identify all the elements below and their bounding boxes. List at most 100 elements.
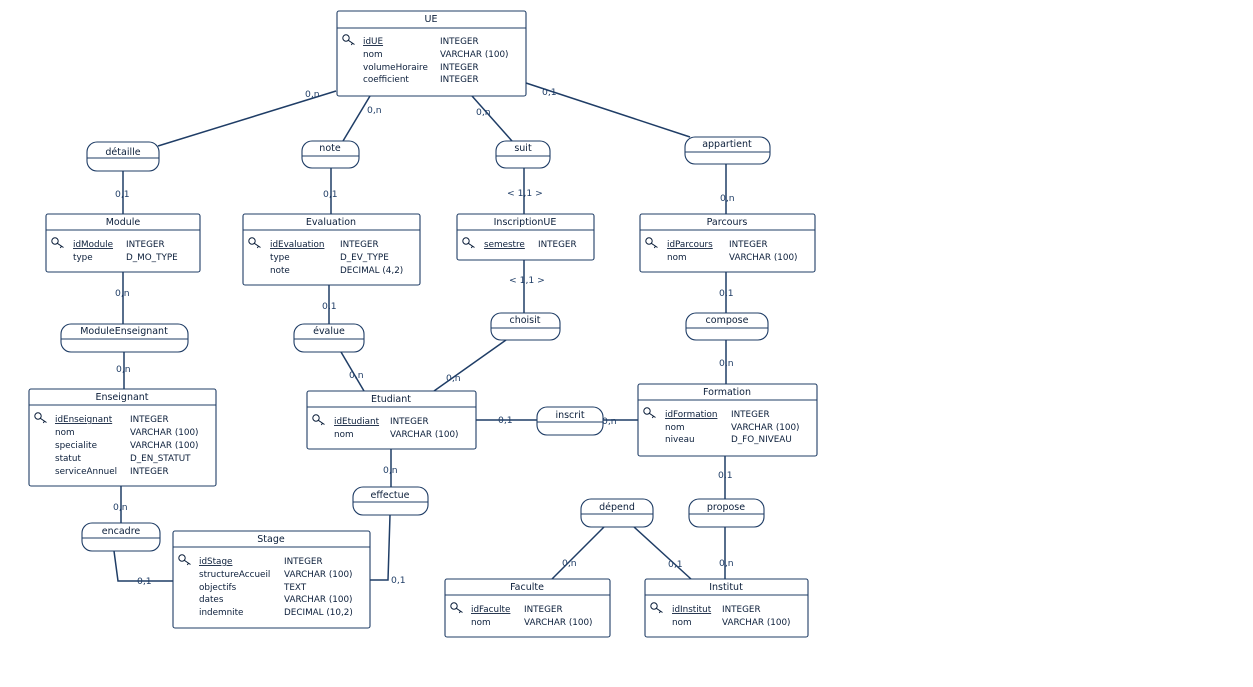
attribute-name: idEvaluation [270,240,324,250]
attribute-name: idParcours [667,240,713,250]
attribute-type: D_EN_STATUT [130,454,191,464]
entity-faculte[interactable]: Faculte idFaculte INTEGER nom VARCHAR (1… [444,578,611,638]
entity-stage[interactable]: Stage idStage INTEGER structureAccueil V… [172,530,371,629]
entity-title: UE [425,14,438,25]
attribute-name: nom [55,428,75,438]
cardinality-label: 0,1 [542,87,557,98]
relation-note[interactable]: note [301,140,360,169]
entity-ue[interactable]: UE idUE INTEGER nom VARCHAR (100) volume… [336,10,527,97]
cardinality-label: 0,n [383,465,398,476]
relation-detaille[interactable]: détaille [86,141,160,172]
cardinality-label: 0,n [719,358,734,369]
attribute-type: INTEGER [440,37,479,47]
entity-evaluation[interactable]: Evaluation idEvaluation INTEGER type D_E… [242,213,421,286]
attribute-name: idModule [73,240,113,250]
attribute-type: INTEGER [729,240,768,250]
link-evalue-etudiant [340,351,365,392]
attribute-type: INTEGER [731,410,770,420]
relation-label: effectue [370,490,409,501]
cardinality-label: 0,n [720,193,735,204]
relation-inscrit[interactable]: inscrit [536,406,604,436]
attribute-type: INTEGER [126,240,165,250]
attribute-name: idFormation [665,410,717,420]
attribute-type: INTEGER [440,75,479,85]
attribute-type: VARCHAR (100) [729,253,798,263]
entity-title: Etudiant [371,394,411,405]
entity-etudiant[interactable]: Etudiant idEtudiant INTEGER nom VARCHAR … [306,390,477,450]
attribute-name: semestre [484,240,525,250]
relation-depend[interactable]: dépend [580,498,654,528]
entity-parcours[interactable]: Parcours idParcours INTEGER nom VARCHAR … [639,213,816,273]
connections [113,82,727,582]
entity-title: Parcours [707,217,748,228]
entity-title: Stage [257,534,285,545]
attribute-name: dates [199,595,224,605]
attribute-name: objectifs [199,583,237,593]
relation-effectue[interactable]: effectue [352,486,429,516]
attribute-name: indemnite [199,608,243,618]
entity-inscriptionue[interactable]: InscriptionUE semestre INTEGER [456,213,595,261]
relation-label: propose [707,502,745,513]
cardinality-label: < 1,1 > [509,275,545,286]
attribute-type: VARCHAR (100) [731,423,800,433]
attribute-name: nom [471,618,491,628]
attribute-name: serviceAnnuel [55,467,117,477]
attribute-type: D_FO_NIVEAU [731,435,792,445]
entity-title: Evaluation [306,217,356,228]
relation-label: compose [706,315,749,326]
relation-appartient[interactable]: appartient [684,136,771,165]
attribute-type: VARCHAR (100) [130,428,199,438]
attribute-name: niveau [665,435,695,445]
cardinality-label: 0,n [476,107,491,118]
attribute-type: DECIMAL (4,2) [340,266,403,276]
cardinality-label: 0,1 [115,189,130,200]
attribute-type: INTEGER [524,605,563,615]
cardinality-label: 0,n [367,105,382,116]
relation-propose[interactable]: propose [688,498,765,528]
relation-moduleenseignant[interactable]: ModuleEnseignant [60,323,189,353]
link-ue-note [342,95,371,142]
cardinalities: 0,n 0,n 0,n 0,1 0,1 0,1 < 1,1 > 0,n 0,n … [113,87,735,587]
attribute-name: nom [667,253,687,263]
relation-label: choisit [509,315,540,326]
relation-choisit[interactable]: choisit [490,312,561,341]
attribute-name: nom [672,618,692,628]
link-ue-suit [471,95,513,142]
link-encadre-stage [113,550,173,582]
attribute-type: INTEGER [538,240,577,250]
entity-institut[interactable]: Institut idInstitut INTEGER nom VARCHAR … [644,578,809,638]
link-depend-faculte [551,526,605,580]
cardinality-label: 0,1 [391,575,406,586]
link-ue-appartient [525,82,691,138]
entity-formation[interactable]: Formation idFormation INTEGER nom VARCHA… [637,383,818,457]
attribute-type: VARCHAR (100) [390,430,459,440]
entity-module[interactable]: Module idModule INTEGER type D_MO_TYPE [45,213,201,273]
attribute-type: INTEGER [722,605,761,615]
attribute-name: idStage [199,557,232,567]
attribute-type: INTEGER [130,467,169,477]
cardinality-label: 0,n [719,558,734,569]
cardinality-label: 0,1 [322,301,337,312]
attribute-name: note [270,266,290,276]
entity-enseignant[interactable]: Enseignant idEnseignant INTEGER nom VARC… [28,388,217,487]
relation-suit[interactable]: suit [495,140,551,169]
attribute-type: VARCHAR (100) [284,570,353,580]
cardinality-label: 0,n [562,558,577,569]
entity-title: Enseignant [95,392,148,403]
cardinality-label: < 1,1 > [507,188,543,199]
attribute-name: specialite [55,441,97,451]
relation-label: appartient [702,139,752,150]
relation-evalue[interactable]: évalue [293,323,365,353]
relation-label: dépend [599,502,635,513]
link-ue-detaille [157,90,337,147]
attribute-type: VARCHAR (100) [284,595,353,605]
attribute-name: idUE [363,37,383,47]
cardinality-label: 0,1 [668,559,683,570]
relation-compose[interactable]: compose [685,312,769,341]
attribute-type: VARCHAR (100) [722,618,791,628]
relation-encadre[interactable]: encadre [81,522,161,552]
entity-title: Institut [709,582,743,593]
attribute-name: type [73,253,93,263]
attribute-name: type [270,253,290,263]
